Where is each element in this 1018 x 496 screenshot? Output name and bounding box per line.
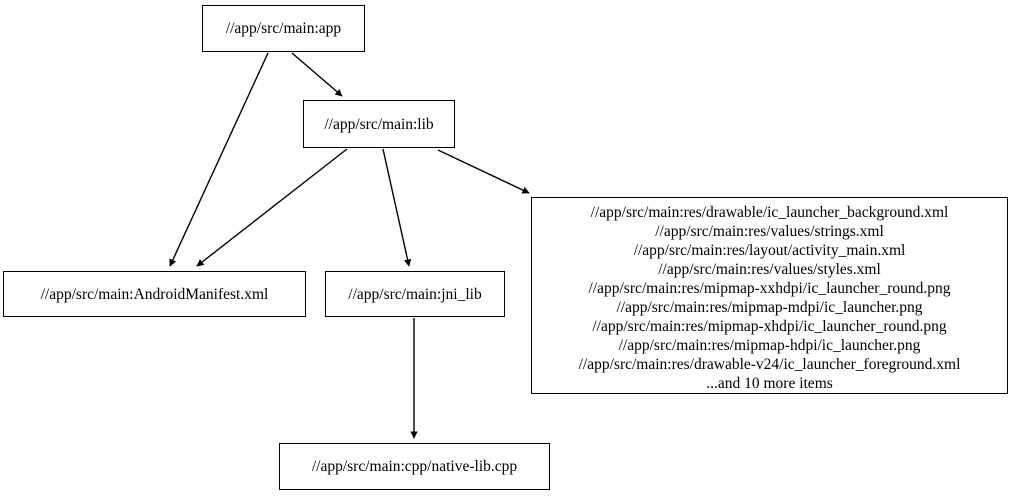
node-lib[interactable]: //app/src/main:lib (303, 100, 455, 148)
edge-app-to-android-manifest (169, 52, 269, 267)
edge-lib-to-android-manifest (196, 148, 348, 267)
resource-line: //app/src/main:res/values/strings.xml (655, 223, 884, 240)
node-android-manifest-label: //app/src/main:AndroidManifest.xml (40, 285, 269, 303)
node-native-lib-label: //app/src/main:cpp/native-lib.cpp (311, 458, 518, 475)
resource-line: //app/src/main:res/values/styles.xml (658, 261, 881, 278)
resource-line: //app/src/main:res/drawable-v24/ic_launc… (578, 356, 961, 373)
resource-line: //app/src/main:res/mipmap-hdpi/ic_launch… (618, 337, 921, 354)
edge-app-to-lib (291, 52, 343, 97)
node-jni-lib[interactable]: //app/src/main:jni_lib (325, 271, 505, 317)
resource-more-items: ...and 10 more items (706, 375, 833, 392)
node-jni-lib-label: //app/src/main:jni_lib (348, 285, 482, 303)
node-lib-label: //app/src/main:lib (324, 115, 434, 133)
resource-line: //app/src/main:res/drawable/ic_launcher_… (590, 204, 949, 221)
resource-line: //app/src/main:res/layout/activity_main.… (633, 242, 906, 259)
node-android-manifest[interactable]: //app/src/main:AndroidManifest.xml (3, 271, 306, 317)
edge-lib-to-jni-lib (382, 148, 412, 267)
resource-line: //app/src/main:res/mipmap-xxhdpi/ic_laun… (588, 280, 951, 297)
edge-lib-to-resources (437, 149, 530, 194)
node-app-label: //app/src/main:app (225, 20, 342, 37)
node-resources[interactable]: //app/src/main:res/drawable/ic_launcher_… (531, 197, 1008, 394)
resource-line: //app/src/main:res/mipmap-mdpi/ic_launch… (616, 299, 923, 316)
node-native-lib[interactable]: //app/src/main:cpp/native-lib.cpp (279, 443, 550, 490)
resource-line: //app/src/main:res/mipmap-xhdpi/ic_launc… (592, 318, 947, 335)
node-app[interactable]: //app/src/main:app (202, 5, 365, 52)
